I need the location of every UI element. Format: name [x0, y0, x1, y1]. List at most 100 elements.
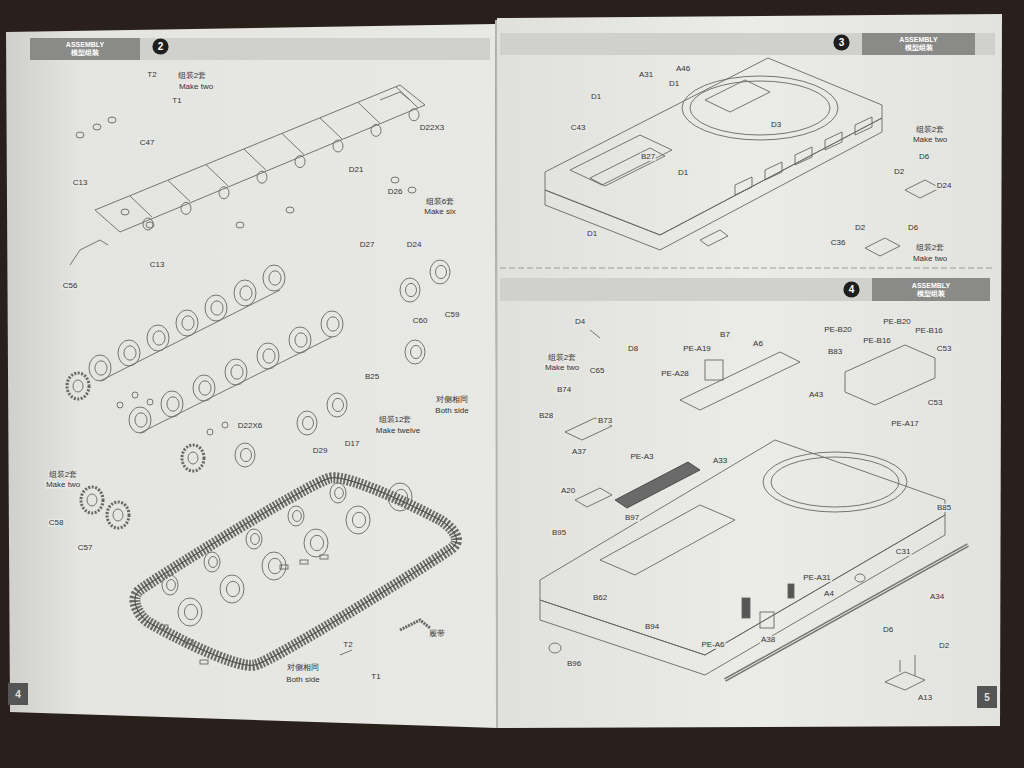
- small-part: [408, 187, 416, 193]
- part-callout: PE-A19: [682, 345, 712, 353]
- part-callout: B74: [556, 386, 572, 394]
- small-part: [700, 230, 728, 246]
- road-wheel: [199, 381, 211, 395]
- small-part: [340, 650, 352, 655]
- small-part: [855, 574, 865, 582]
- part-callout: A31: [638, 71, 654, 79]
- step-divider: [500, 268, 995, 269]
- part-callout: B94: [644, 623, 660, 631]
- step-circle: [843, 281, 859, 297]
- small-part: [108, 117, 116, 123]
- arm-part: [70, 240, 108, 265]
- number-text: 4: [15, 689, 21, 700]
- engine-deck: [570, 135, 672, 185]
- hull-side: [540, 515, 945, 675]
- part-callout: 组装2套: [547, 354, 577, 362]
- number-text: 3: [839, 37, 845, 48]
- sprocket: [67, 373, 89, 399]
- vision-block: [795, 147, 812, 165]
- track-wheel: [184, 604, 197, 619]
- drawing-line: [244, 149, 266, 170]
- assembly-banner: ASSEMBLY模型组装: [872, 278, 990, 301]
- part-callout: PE-A28: [660, 370, 690, 378]
- header-band: [500, 278, 990, 301]
- axle-line: [100, 290, 280, 381]
- sub-part: [845, 345, 935, 405]
- part-callout: B83: [827, 348, 843, 356]
- part-callout: B96: [566, 660, 582, 668]
- small-part: [117, 402, 123, 408]
- loose-wheel: [405, 340, 425, 364]
- loose-wheel: [235, 443, 255, 467]
- part-callout: PE-B16: [862, 337, 892, 345]
- drawing-line: [206, 165, 228, 186]
- part-callout: B97: [624, 514, 640, 522]
- part-callout: C13: [72, 179, 89, 187]
- part-callout: D24: [936, 182, 953, 190]
- banner-text: 模型组装: [71, 49, 99, 57]
- part-callout: D2: [893, 168, 905, 176]
- part-callout: D1: [586, 230, 598, 238]
- suspension-arm: [143, 218, 153, 230]
- gun-barrel: [725, 545, 968, 680]
- road-wheel: [167, 397, 179, 411]
- sprocket: [87, 494, 97, 506]
- suspension-arm: [333, 140, 343, 152]
- part-callout: 组装2套: [915, 126, 945, 134]
- step-circle: [152, 38, 168, 54]
- part-callout: A43: [808, 391, 824, 399]
- pe-part: [742, 598, 750, 618]
- part-callout: D17: [344, 440, 361, 448]
- track-wheel: [226, 581, 239, 596]
- small-part: [93, 124, 101, 130]
- small-part: [549, 643, 561, 653]
- part-callout: PE-B20: [882, 318, 912, 326]
- hatch: [705, 80, 770, 112]
- road-wheel: [147, 325, 169, 351]
- part-callout: C58: [48, 519, 65, 527]
- small-part: [222, 422, 228, 428]
- part-callout: D3: [770, 121, 782, 129]
- part-callout: B73: [597, 417, 613, 425]
- part-callout: 对侧相同: [435, 396, 469, 404]
- small-part: [147, 399, 153, 405]
- part-callout: C57: [77, 544, 94, 552]
- track-wheel: [167, 580, 176, 591]
- part-callout: A33: [712, 457, 728, 465]
- part-callout: A37: [571, 448, 587, 456]
- road-wheel: [176, 310, 198, 336]
- part-callout: A20: [560, 487, 576, 495]
- road-wheel: [95, 361, 107, 375]
- loose-wheel: [400, 278, 420, 302]
- suspension-arm: [219, 187, 229, 199]
- loose-wheel: [327, 393, 347, 417]
- page-fold: [496, 20, 497, 728]
- right-page: [497, 14, 1002, 728]
- drawing-line: [320, 118, 342, 139]
- hull-deck: [540, 440, 945, 655]
- part-callout: 组装2套: [915, 244, 945, 252]
- track-link: [135, 478, 457, 666]
- loose-wheel: [297, 411, 317, 435]
- vision-block: [825, 132, 842, 150]
- road-wheel: [263, 265, 285, 291]
- part-callout: 对侧相同: [286, 664, 320, 672]
- track-part: [200, 660, 208, 664]
- track-wheel: [388, 483, 412, 511]
- track-part: [320, 555, 328, 559]
- small-part: [590, 330, 600, 338]
- part-callout: Make two: [544, 364, 580, 372]
- part-callout: PE-A6: [700, 641, 725, 649]
- track-wheel: [178, 598, 202, 626]
- small-part: [132, 392, 138, 398]
- part-callout: T2: [146, 71, 157, 79]
- suspension-arm: [295, 156, 305, 168]
- part-callout: D4: [574, 318, 586, 326]
- drawing-line: [130, 196, 152, 217]
- track-part: [185, 640, 193, 644]
- track-wheel: [346, 506, 370, 534]
- road-wheel: [135, 413, 147, 427]
- road-wheel: [263, 349, 275, 363]
- part-callout: D29: [312, 447, 329, 455]
- suspension-arm: [257, 171, 267, 183]
